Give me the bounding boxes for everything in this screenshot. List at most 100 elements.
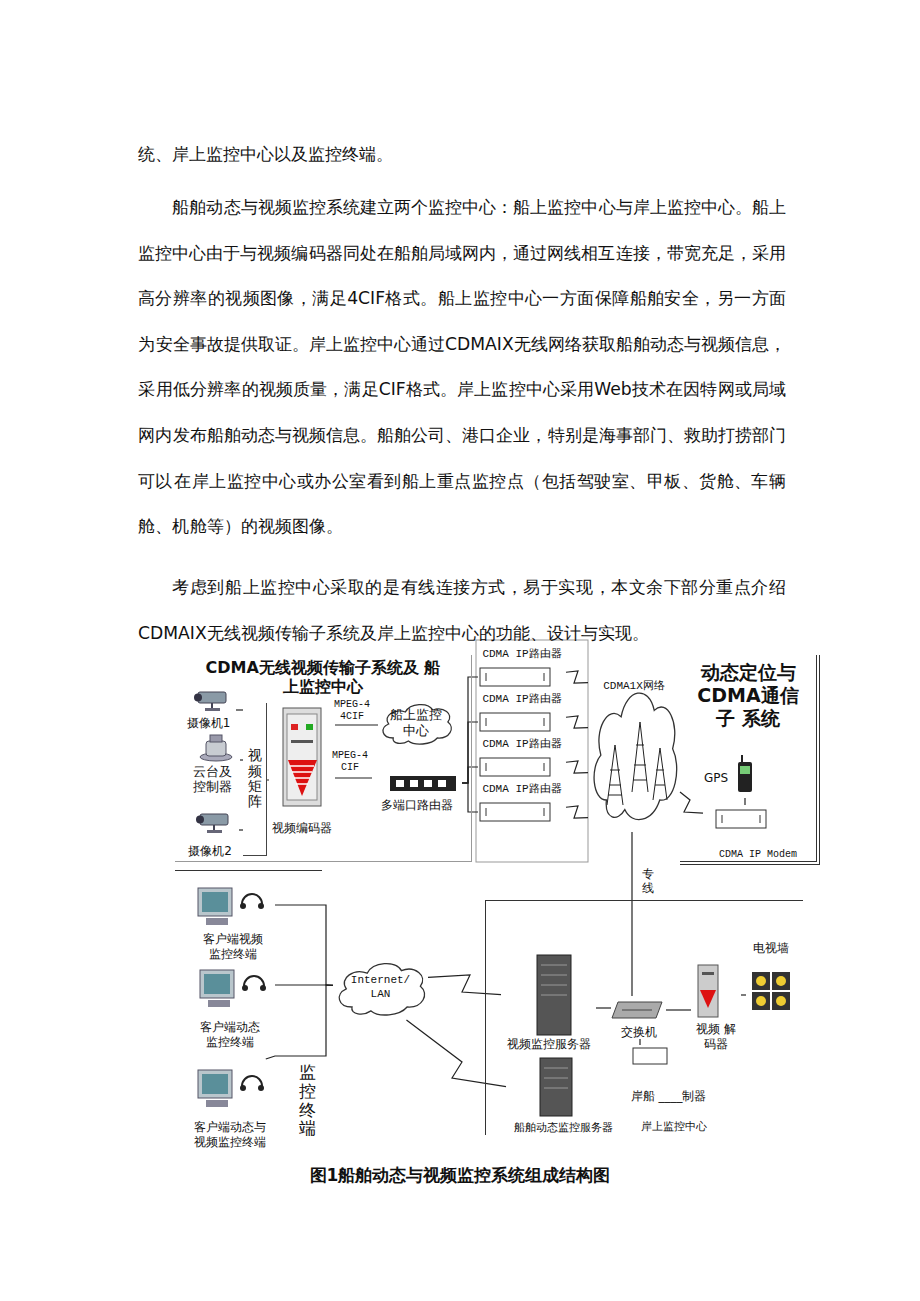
multiport-router-icon <box>424 780 432 787</box>
connector <box>267 779 269 780</box>
terminal-icon <box>200 970 266 1007</box>
terminal-icon <box>240 903 246 909</box>
multiport-router-icon <box>438 780 446 787</box>
node-label: 客户端动态 监控终端 <box>194 1020 266 1049</box>
cloud-outline <box>594 693 677 820</box>
node-label: 视频 解码器 <box>696 1022 736 1051</box>
switch: 交换机 <box>611 996 666 1039</box>
connector <box>428 975 501 995</box>
tv-wall-icon <box>772 992 790 1010</box>
body-paragraph: 船舶动态与视频监控系统建立两个监控中心：船上监控中心与岸上监控中心。船上 监控中… <box>138 185 786 550</box>
modem-icon <box>716 810 766 828</box>
terminal-icon <box>208 1000 230 1007</box>
node-label: 视频矩阵 <box>248 748 262 810</box>
gps-phone-icon <box>738 755 752 792</box>
encoder-icon <box>290 766 314 784</box>
cdma-router: CDMA IP路由器 <box>478 693 566 735</box>
multiport-router-icon <box>396 780 404 787</box>
node-label: 客户端视频 监控终端 <box>197 932 269 961</box>
tower-icon <box>607 745 623 805</box>
node-label: CDMA IP路由器 <box>482 783 561 796</box>
terminal-icon <box>244 976 264 986</box>
tv-wall-icon <box>756 996 766 1006</box>
encoder-icon <box>291 724 298 730</box>
multiport-router: 多端口路由器 <box>372 772 462 812</box>
terminal-icon <box>260 985 266 991</box>
node-label: 交换机 <box>621 1025 657 1039</box>
switch-icon <box>612 1002 662 1018</box>
camera-icon <box>205 708 220 711</box>
node-label: 船上监控 中心 <box>387 707 445 738</box>
server-icon <box>541 965 567 995</box>
multiport-router-icon <box>390 776 456 791</box>
gps-phone-icon <box>738 762 752 792</box>
multiport-router-icon <box>390 776 456 791</box>
connector <box>275 984 333 986</box>
video-decoder: 视频 解码器 <box>691 961 741 1051</box>
node-label: CDMA IP路由器 <box>482 648 561 661</box>
multiport-router-icon <box>410 780 418 787</box>
encoder-icon <box>288 760 317 796</box>
connector <box>566 716 588 728</box>
connector <box>596 1007 611 1008</box>
cdma-router: CDMA IP路由器 <box>478 738 566 780</box>
server-icon <box>537 955 572 1116</box>
connector <box>741 994 746 995</box>
client-terminal: 客户端动态与 视频监控终端 <box>185 1059 275 1149</box>
encoder-icon <box>291 740 313 743</box>
tv-wall-icon <box>776 996 786 1006</box>
decoder-icon <box>700 990 716 1008</box>
controller-box-icon <box>633 1048 667 1064</box>
terminal-icon <box>202 892 228 912</box>
node-label: 岸上监控中心 <box>641 1120 707 1133</box>
connector <box>566 671 588 683</box>
node-label: 监控终端 <box>299 1063 316 1138</box>
node-label: 摄像机2 <box>188 844 232 858</box>
video-matrix: 视频矩阵 <box>243 703 267 856</box>
terminal-icon <box>206 1100 228 1107</box>
cdma-router-icon <box>480 713 550 731</box>
node-label: CDMA IP Modem <box>719 849 797 861</box>
server-icon <box>544 1068 568 1088</box>
camera: 摄像机1 <box>181 690 236 730</box>
shore-center-region: 岸上监控中心视频监控服务器交换机视频 解码器电视墙岸船 ____制器船舶动态监控… <box>485 900 803 1135</box>
connector <box>462 783 478 812</box>
tv-wall-icon <box>756 976 766 986</box>
node-label: CDMA IP路由器 <box>482 693 561 706</box>
camera: 摄像机2 <box>181 812 239 858</box>
connector-label: MPEG-4 4CIF <box>329 699 375 722</box>
tv-wall-icon <box>752 992 770 1010</box>
cdma-router: CDMA IP路由器 <box>478 648 566 690</box>
node-label: 船舶动态监控服务器 <box>514 1121 613 1134</box>
tv-wall-icon <box>752 972 770 990</box>
terminal-icon <box>242 1076 262 1086</box>
cloud-outline <box>588 672 680 832</box>
camera-icon <box>196 816 204 824</box>
gps-phone-icon <box>740 766 750 774</box>
node-label: 岸船 ____制器 <box>631 1089 707 1103</box>
camera-icon <box>200 814 228 825</box>
node-label: GPS <box>704 771 728 785</box>
client-terminal: 客户端动态 监控终端 <box>185 959 275 1049</box>
connector <box>335 724 378 725</box>
connector-label: MPEG-4 CIF <box>327 750 373 773</box>
ship-monitor-cloud: 船上监控 中心 <box>378 698 454 748</box>
camera-icon <box>196 814 228 833</box>
pan-tilt-controller: 云台及 控制器 <box>185 733 240 795</box>
decoder-icon <box>702 972 714 975</box>
body-paragraph: 统、岸上监控中心以及监控终端。 <box>138 132 798 178</box>
node-label: 电视墙 <box>753 941 789 955</box>
connector <box>462 722 478 783</box>
tv-wall-icon <box>752 972 790 1010</box>
dynamic-server: 船舶动态监控服务器 <box>506 1056 621 1134</box>
tower-icon <box>653 748 667 800</box>
tower-icon <box>632 722 648 792</box>
terminal-region: 监控终端 客户端视频 监控终端客户端动态 监控终端客户端动态与 视频监控终端 <box>175 870 322 1152</box>
terminal-icon <box>198 888 264 925</box>
terminal-icon <box>240 1085 246 1091</box>
terminal-icon <box>206 918 228 925</box>
tv-wall: 电视墙 <box>746 941 796 1026</box>
modem-icon <box>716 810 766 828</box>
gps-phone-icon <box>741 755 743 762</box>
